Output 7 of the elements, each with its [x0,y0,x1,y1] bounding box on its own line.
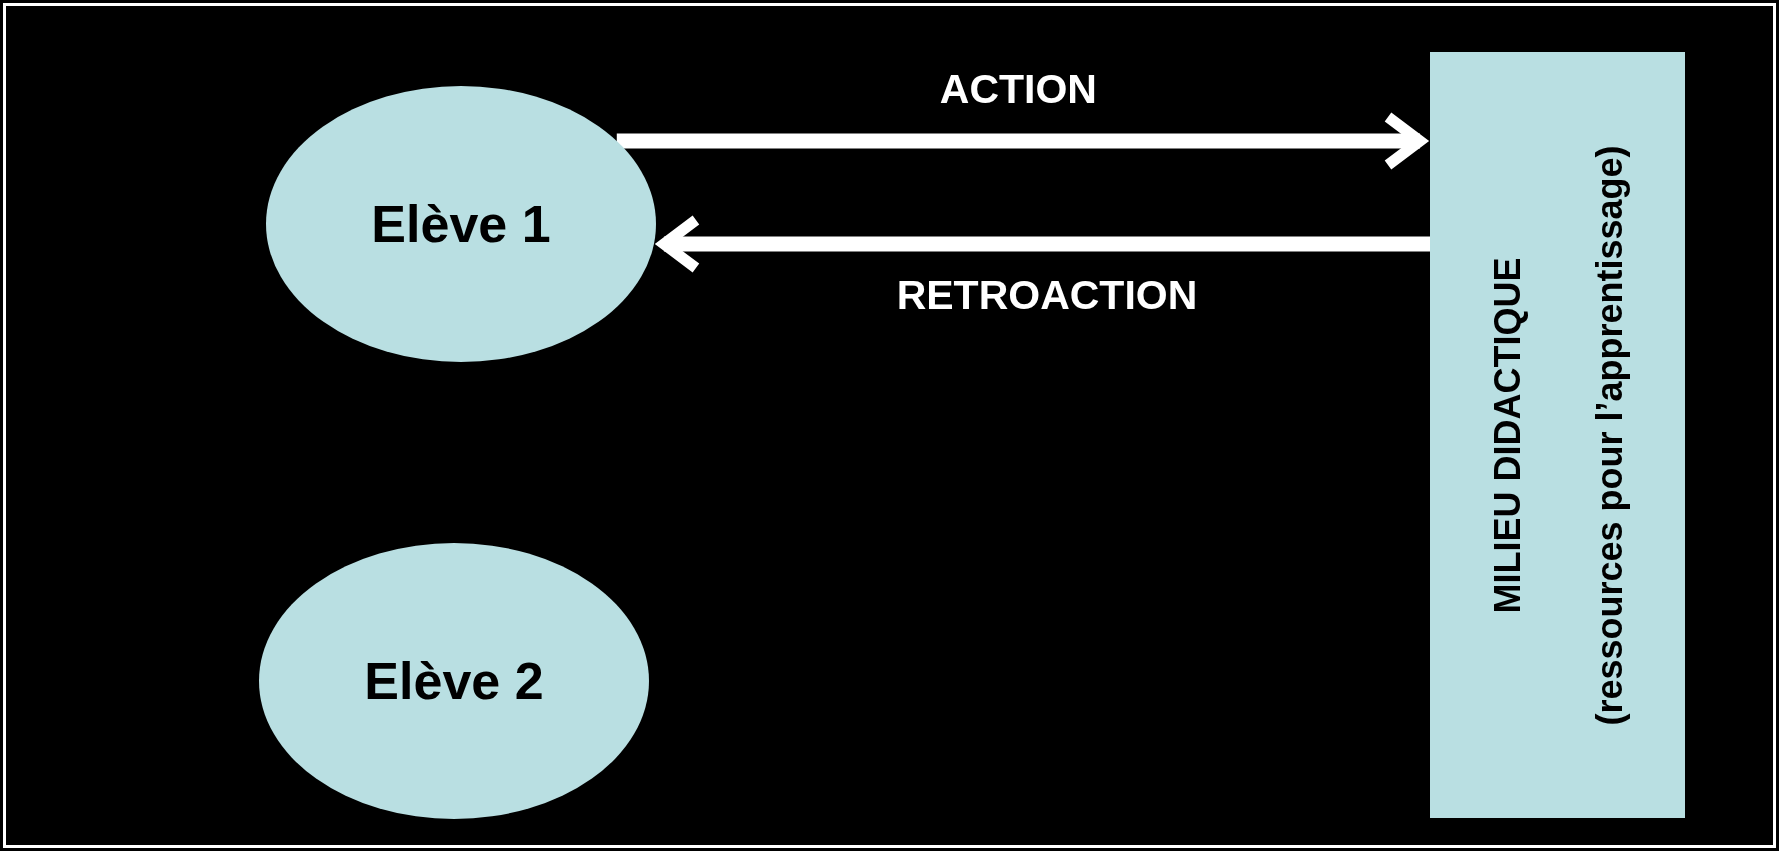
node-label: Elève 2 [364,651,544,711]
node-subtitle: (ressources pour l’apprentissage) [1587,144,1630,726]
node-title: MILIEU DIDACTIQUE [1485,257,1528,613]
rectangle-node [1430,52,1685,818]
ellipse-node [266,86,656,362]
ellipse-node [259,543,649,819]
node-label: Elève 1 [371,194,551,254]
